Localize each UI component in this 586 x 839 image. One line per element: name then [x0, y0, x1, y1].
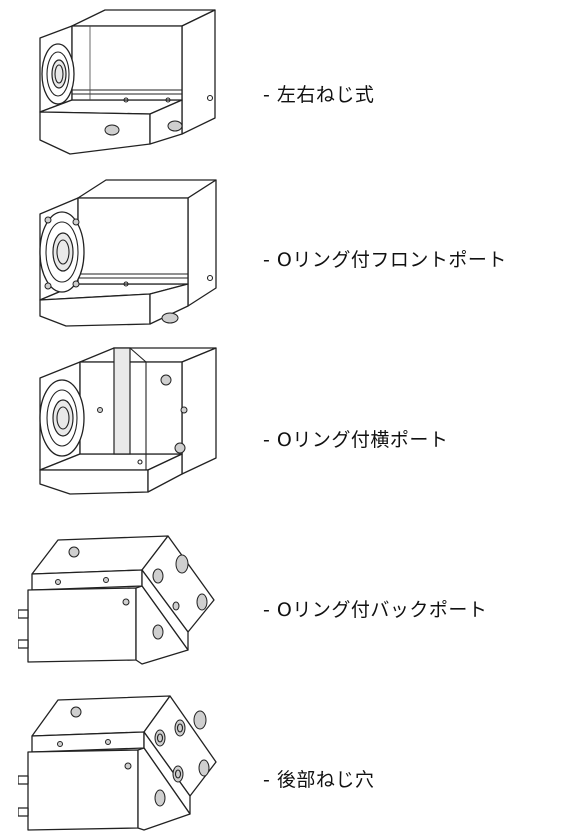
- option-label: - Oリング付横ポート: [263, 429, 449, 451]
- option-row-left-right-thread: - 左右ねじ式: [0, 0, 586, 168]
- cylinder-oring-side-port-icon: [39, 347, 217, 495]
- option-label: - Oリング付バックポート: [263, 599, 488, 621]
- cylinder-rear-thread-hole-icon: [18, 695, 217, 831]
- option-label: - 左右ねじ式: [263, 84, 375, 106]
- cylinder-left-right-thread-icon: [39, 9, 216, 155]
- option-label: - Oリング付フロントポート: [263, 249, 507, 271]
- cylinder-oring-front-port-icon: [39, 179, 217, 327]
- option-row-oring-front-port: - Oリング付フロントポート: [0, 168, 586, 338]
- cylinder-oring-back-port-icon: [18, 535, 215, 665]
- option-row-oring-side-port: - Oリング付横ポート: [0, 338, 586, 506]
- option-row-oring-back-port: - Oリング付バックポート: [0, 506, 586, 674]
- option-row-rear-thread-hole: - 後部ねじ穴: [0, 674, 586, 839]
- option-label: - 後部ねじ穴: [263, 769, 375, 791]
